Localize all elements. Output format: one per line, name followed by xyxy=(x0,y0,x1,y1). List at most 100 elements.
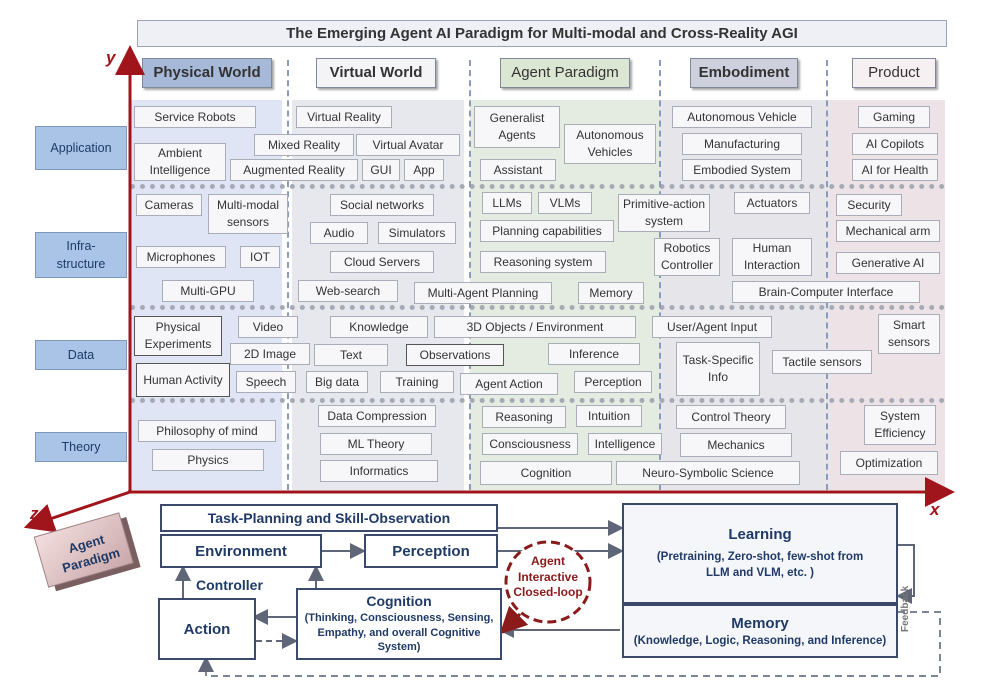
cell-speech: Speech xyxy=(236,371,296,393)
column-separator xyxy=(287,60,289,490)
cell-2d-image: 2D Image xyxy=(230,343,310,365)
cell-task-specific-info: Task-Specific Info xyxy=(676,342,760,396)
cell-generative-ai: Generative AI xyxy=(836,252,940,274)
cell-simulators: Simulators xyxy=(378,222,456,244)
feedback-loop-bottom xyxy=(198,611,941,677)
cognition-title: Cognition xyxy=(366,592,432,609)
cell-manufacturing: Manufacturing xyxy=(682,133,802,155)
column-header-virtual-world: Virtual World xyxy=(316,58,436,88)
cell-physical-experiments: Physical Experiments xyxy=(134,316,222,356)
cell-human-interaction: Human Interaction xyxy=(732,238,812,276)
learning-subtitle: (Pretraining, Zero-shot, few-shot from L… xyxy=(656,550,864,579)
cell-ai-copilots: AI Copilots xyxy=(852,133,938,155)
cell-cognition-theory: Cognition xyxy=(480,461,612,485)
cell-primitive-action-system: Primitive-action system xyxy=(618,194,710,232)
cell-training: Training xyxy=(380,371,454,393)
environment-box: Environment xyxy=(160,534,322,568)
closed-loop-ellipse xyxy=(504,540,592,624)
cell-big-data: Big data xyxy=(306,371,368,393)
cell-app: App xyxy=(404,159,444,181)
cell-augmented-reality: Augmented Reality xyxy=(230,159,358,181)
cell-multi-gpu: Multi-GPU xyxy=(162,280,254,302)
controller-label: Controller xyxy=(196,577,263,593)
cell-multi-agent-planning: Multi-Agent Planning xyxy=(414,282,552,304)
cognition-subtitle: (Thinking, Consciousness, Sensing, Empat… xyxy=(304,611,494,654)
cell-autonomous-vehicles: Autonomous Vehicles xyxy=(564,124,656,164)
task-planning-box: Task-Planning and Skill-Observation xyxy=(160,504,498,532)
cell-multimodal-sensors: Multi-modal sensors xyxy=(208,194,288,234)
cell-brain-computer-interface: Brain-Computer Interface xyxy=(732,281,920,303)
cell-memory-infra: Memory xyxy=(578,282,644,304)
cell-intuition: Intuition xyxy=(576,405,642,427)
cell-web-search: Web-search xyxy=(298,280,398,302)
memory-subtitle: (Knowledge, Logic, Reasoning, and Infere… xyxy=(633,635,887,647)
cell-user-agent-input: User/Agent Input xyxy=(652,316,772,338)
perception-box: Perception xyxy=(364,534,498,568)
cell-vlms: VLMs xyxy=(538,192,592,214)
cell-perception-data: Perception xyxy=(574,371,652,393)
cell-tactile-sensors: Tactile sensors xyxy=(772,350,872,374)
cell-cameras: Cameras xyxy=(136,194,202,216)
cell-generalist-agents: Generalist Agents xyxy=(474,106,560,148)
cell-reasoning-system: Reasoning system xyxy=(480,251,606,273)
cell-text: Text xyxy=(314,344,388,366)
x-axis-label: x xyxy=(930,500,940,519)
cell-cloud-servers: Cloud Servers xyxy=(330,251,434,273)
agent-paradigm-tag-text: Agent Paradigm xyxy=(60,531,122,576)
cell-agent-action: Agent Action xyxy=(460,373,558,395)
cell-informatics: Informatics xyxy=(320,460,438,482)
column-separator xyxy=(469,60,471,490)
cell-ai-for-health: AI for Health xyxy=(852,159,938,181)
cell-control-theory: Control Theory xyxy=(676,405,786,429)
cell-knowledge: Knowledge xyxy=(330,316,428,338)
cell-reasoning: Reasoning xyxy=(482,406,566,428)
memory-box: Memory (Knowledge, Logic, Reasoning, and… xyxy=(622,604,898,658)
cell-smart-sensors: Smart sensors xyxy=(878,314,940,354)
cell-inference: Inference xyxy=(548,343,640,365)
cell-virtual-avatar: Virtual Avatar xyxy=(356,134,460,156)
cell-data-compression: Data Compression xyxy=(318,405,436,427)
cell-observations: Observations xyxy=(406,344,504,366)
diagram-title: The Emerging Agent AI Paradigm for Multi… xyxy=(137,20,947,47)
learning-title: Learning xyxy=(728,525,792,543)
cell-system-efficiency: System Efficiency xyxy=(864,405,936,445)
cell-social-networks: Social networks xyxy=(330,194,434,216)
row-label-infrastructure: Infra-structure xyxy=(35,232,127,278)
column-separator xyxy=(826,60,828,490)
row-label-theory: Theory xyxy=(35,432,127,462)
column-header-physical-world: Physical World xyxy=(142,58,272,88)
cell-audio: Audio xyxy=(310,222,368,244)
cell-embodied-system: Embodied System xyxy=(682,159,802,181)
cell-planning-capabilities: Planning capabilities xyxy=(480,220,614,242)
cognition-box: Cognition (Thinking, Consciousness, Sens… xyxy=(296,588,502,660)
action-box: Action xyxy=(158,598,256,660)
row-label-data: Data xyxy=(35,340,127,370)
cell-consciousness: Consciousness xyxy=(482,433,578,455)
row-separator xyxy=(130,398,945,403)
cell-intelligence: Intelligence xyxy=(588,433,662,455)
row-separator xyxy=(130,305,945,310)
row-separator xyxy=(130,184,945,189)
z-axis-label: z xyxy=(30,504,39,523)
cell-physics: Physics xyxy=(152,449,264,471)
closed-loop-arrow xyxy=(499,605,529,635)
column-header-agent-paradigm: Agent Paradigm xyxy=(500,58,630,88)
z-axis xyxy=(23,490,131,533)
cell-virtual-reality: Virtual Reality xyxy=(296,106,392,128)
closed-loop-label: Agent Interactive Closed-loop xyxy=(513,554,583,600)
cell-assistant: Assistant xyxy=(480,159,556,181)
cell-neuro-symbolic-science: Neuro-Symbolic Science xyxy=(616,461,800,485)
cell-3d-objects: 3D Objects / Environment xyxy=(434,316,636,338)
cell-philosophy-of-mind: Philosophy of mind xyxy=(138,420,276,442)
column-header-product: Product xyxy=(852,58,936,88)
cell-robotics-controller: Robotics Controller xyxy=(654,238,720,276)
cell-ml-theory: ML Theory xyxy=(320,433,432,455)
cell-iot: IOT xyxy=(240,246,280,268)
cell-human-activity: Human Activity xyxy=(136,363,230,397)
cell-security: Security xyxy=(836,194,902,216)
learning-box: Learning (Pretraining, Zero-shot, few-sh… xyxy=(622,503,898,604)
feedback-label: Feedback xyxy=(900,585,911,632)
cell-optimization: Optimization xyxy=(840,451,938,475)
cell-gaming: Gaming xyxy=(858,106,930,128)
